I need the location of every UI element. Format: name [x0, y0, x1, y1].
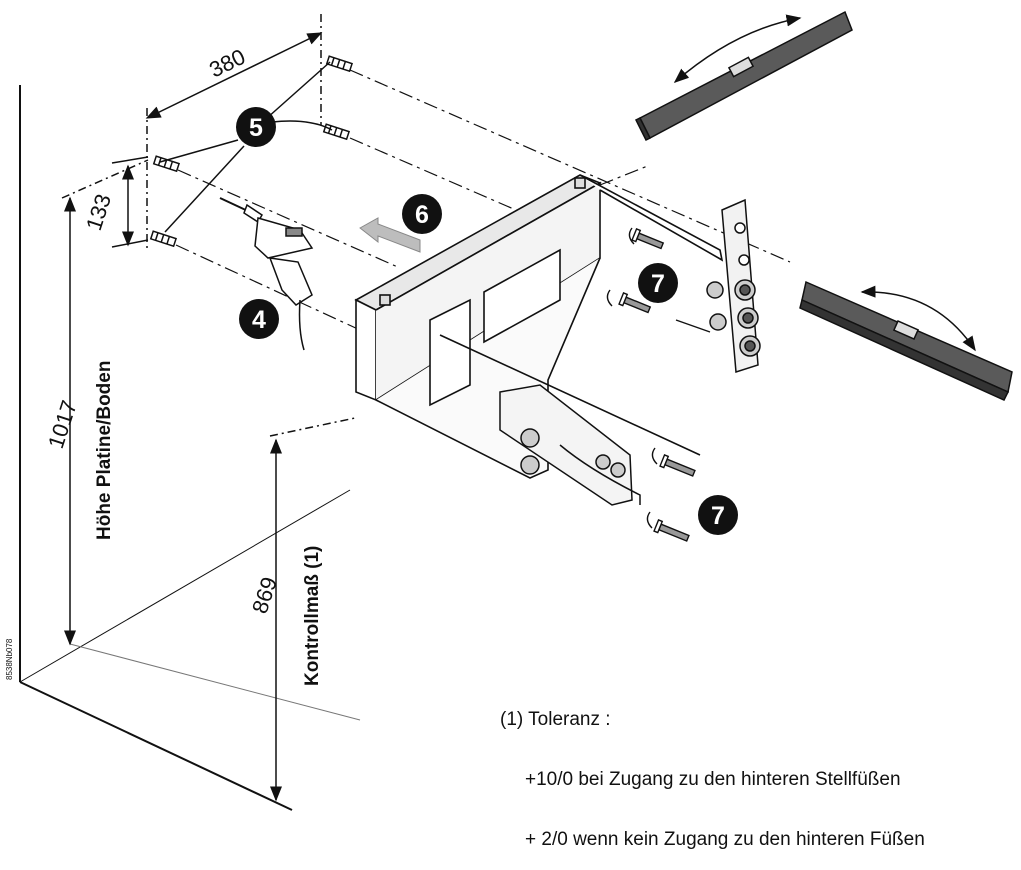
- callout-6-label: 6: [415, 201, 429, 229]
- callout-4: 4: [239, 299, 279, 339]
- label-control-measure: Kontrollmaß (1): [302, 546, 323, 686]
- dim-133-label: 133: [81, 191, 116, 234]
- callout-5: 5: [236, 107, 276, 147]
- dimension-1017: [61, 159, 149, 646]
- installation-diagram: 380 133 1017 Höhe Platine/Boden 869 Kont…: [5, 10, 1013, 850]
- mounting-frame: [354, 174, 724, 479]
- valve-fitting: [706, 281, 724, 299]
- lower-manifold: [499, 384, 641, 506]
- callout-7-lower-label: 7: [711, 502, 725, 530]
- dim-869-label: 869: [247, 574, 282, 617]
- callout-4-label: 4: [252, 306, 266, 334]
- wall-anchor: [149, 230, 178, 248]
- valve-fitting: [734, 279, 756, 301]
- valve-fitting: [737, 307, 759, 329]
- dim-1017-label: 1017: [43, 397, 82, 451]
- drawing-code: 8538Nb078: [5, 638, 14, 680]
- callout-7-upper-label: 7: [651, 270, 665, 298]
- wall-anchors: [149, 55, 354, 248]
- spirit-level-upper: [634, 10, 853, 142]
- dimension-869: [269, 417, 356, 802]
- drill-illustration: [219, 197, 314, 351]
- label-height-plate-floor: Höhe Platine/Boden: [94, 361, 115, 540]
- screw: [659, 454, 696, 477]
- alignment-lines: [175, 69, 791, 331]
- screw: [631, 228, 665, 250]
- push-direction-arrow: [359, 217, 421, 253]
- screw: [618, 292, 652, 314]
- tolerance-line-2: + 2/0 wenn kein Zugang zu den hinteren F…: [525, 829, 925, 850]
- wall-floor-outline: [19, 85, 361, 811]
- wall-anchor: [325, 55, 354, 73]
- callout-7-lower: 7: [698, 495, 738, 535]
- callout-5-label: 5: [249, 114, 263, 142]
- valve-fitting: [739, 335, 761, 357]
- diagram-svg: 380 133 1017 Höhe Platine/Boden 869 Kont…: [5, 10, 1013, 811]
- wall-anchor: [322, 123, 351, 141]
- fixing-screws: [606, 227, 711, 542]
- callout-6: 6: [402, 194, 442, 234]
- tolerance-title: (1) Toleranz :: [500, 709, 611, 730]
- valve-rail: [706, 198, 761, 373]
- tolerance-note: (1) Toleranz : +10/0 bei Zugang zu den h…: [500, 670, 925, 870]
- tolerance-line-1: +10/0 bei Zugang zu den hinteren Stellfü…: [525, 769, 901, 790]
- dimension-133: [111, 156, 149, 248]
- valve-fitting: [709, 313, 727, 331]
- screw: [653, 519, 690, 542]
- callout-7-upper: 7: [638, 263, 678, 303]
- dim-380-label: 380: [205, 44, 249, 83]
- spirit-level-lower: [799, 280, 1013, 401]
